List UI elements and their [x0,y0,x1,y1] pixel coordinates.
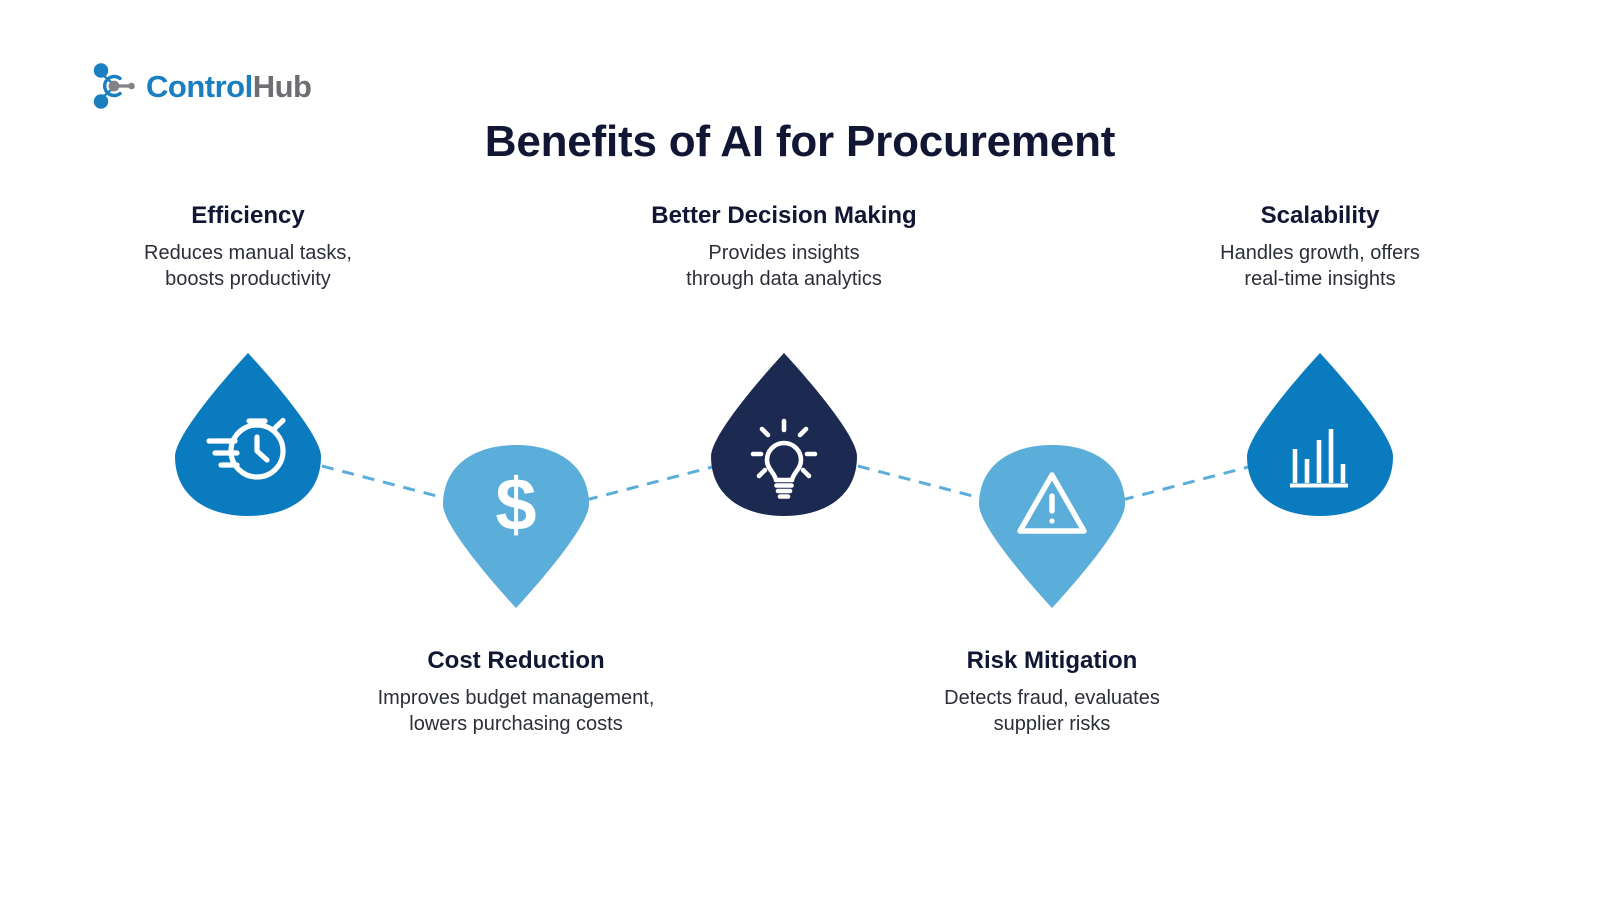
brand-name: ControlHub [146,68,312,104]
node-better-decision-making-desc-line2: through data analytics [686,268,882,291]
stopwatch-icon [206,417,286,480]
node-scalability-text: Scalability Handles growth, offers real-… [1170,202,1470,293]
node-risk-mitigation-text: Risk Mitigation Detects fraud, evaluates… [902,647,1202,738]
node-cost-reduction-desc-line1: Improves budget management, [377,686,655,709]
controlhub-node-icon [92,62,136,110]
connector-efficiency-cost [321,464,453,502]
node-efficiency-title: Efficiency [191,202,305,229]
node-cost-reduction-pin[interactable]: $ [443,443,589,610]
page-title: Benefits of AI for Procurement [484,117,1116,167]
brand-name-primary: Control [146,68,253,104]
node-risk-mitigation-title: Risk Mitigation [966,647,1138,674]
node-scalability-desc-line2: real-time insights [1244,268,1396,291]
node-better-decision-making-pin[interactable] [711,351,857,518]
node-efficiency-desc-line1: Reduces manual tasks, [144,241,352,264]
bar-chart-icon [1290,429,1348,488]
node-scalability-pin[interactable] [1247,351,1393,518]
node-cost-reduction-title: Cost Reduction [427,647,605,674]
node-efficiency-pin[interactable] [175,351,321,518]
node-better-decision-making-text: Better Decision Making Provides insights… [634,202,934,293]
node-risk-mitigation-desc-line2: supplier risks [993,713,1111,736]
lightbulb-icon [750,418,818,499]
node-scalability-desc-line1: Handles growth, offers [1220,241,1420,264]
brand-logo[interactable]: ControlHub [92,62,312,110]
svg-text:$: $ [495,463,536,546]
dollar-sign-icon: $ [495,463,536,546]
node-risk-mitigation-pin[interactable] [979,443,1125,610]
node-scalability-title: Scalability [1260,202,1380,229]
node-efficiency-desc-line2: boosts productivity [165,268,331,291]
node-better-decision-making-title: Better Decision Making [651,202,917,229]
node-cost-reduction-text: Cost Reduction Improves budget managemen… [366,647,666,738]
brand-name-secondary: Hub [252,68,312,104]
warning-triangle-icon [1017,472,1087,534]
node-risk-mitigation-desc-line1: Detects fraud, evaluates [944,686,1160,709]
connector-decision-risk [857,464,989,502]
node-cost-reduction-desc-line2: lowers purchasing costs [409,713,623,736]
connector-cost-decision [585,464,717,502]
connector-risk-scalability [1121,464,1253,502]
node-efficiency-text: Efficiency Reduces manual tasks, boosts … [98,202,398,293]
node-better-decision-making-desc-line1: Provides insights [708,241,860,264]
